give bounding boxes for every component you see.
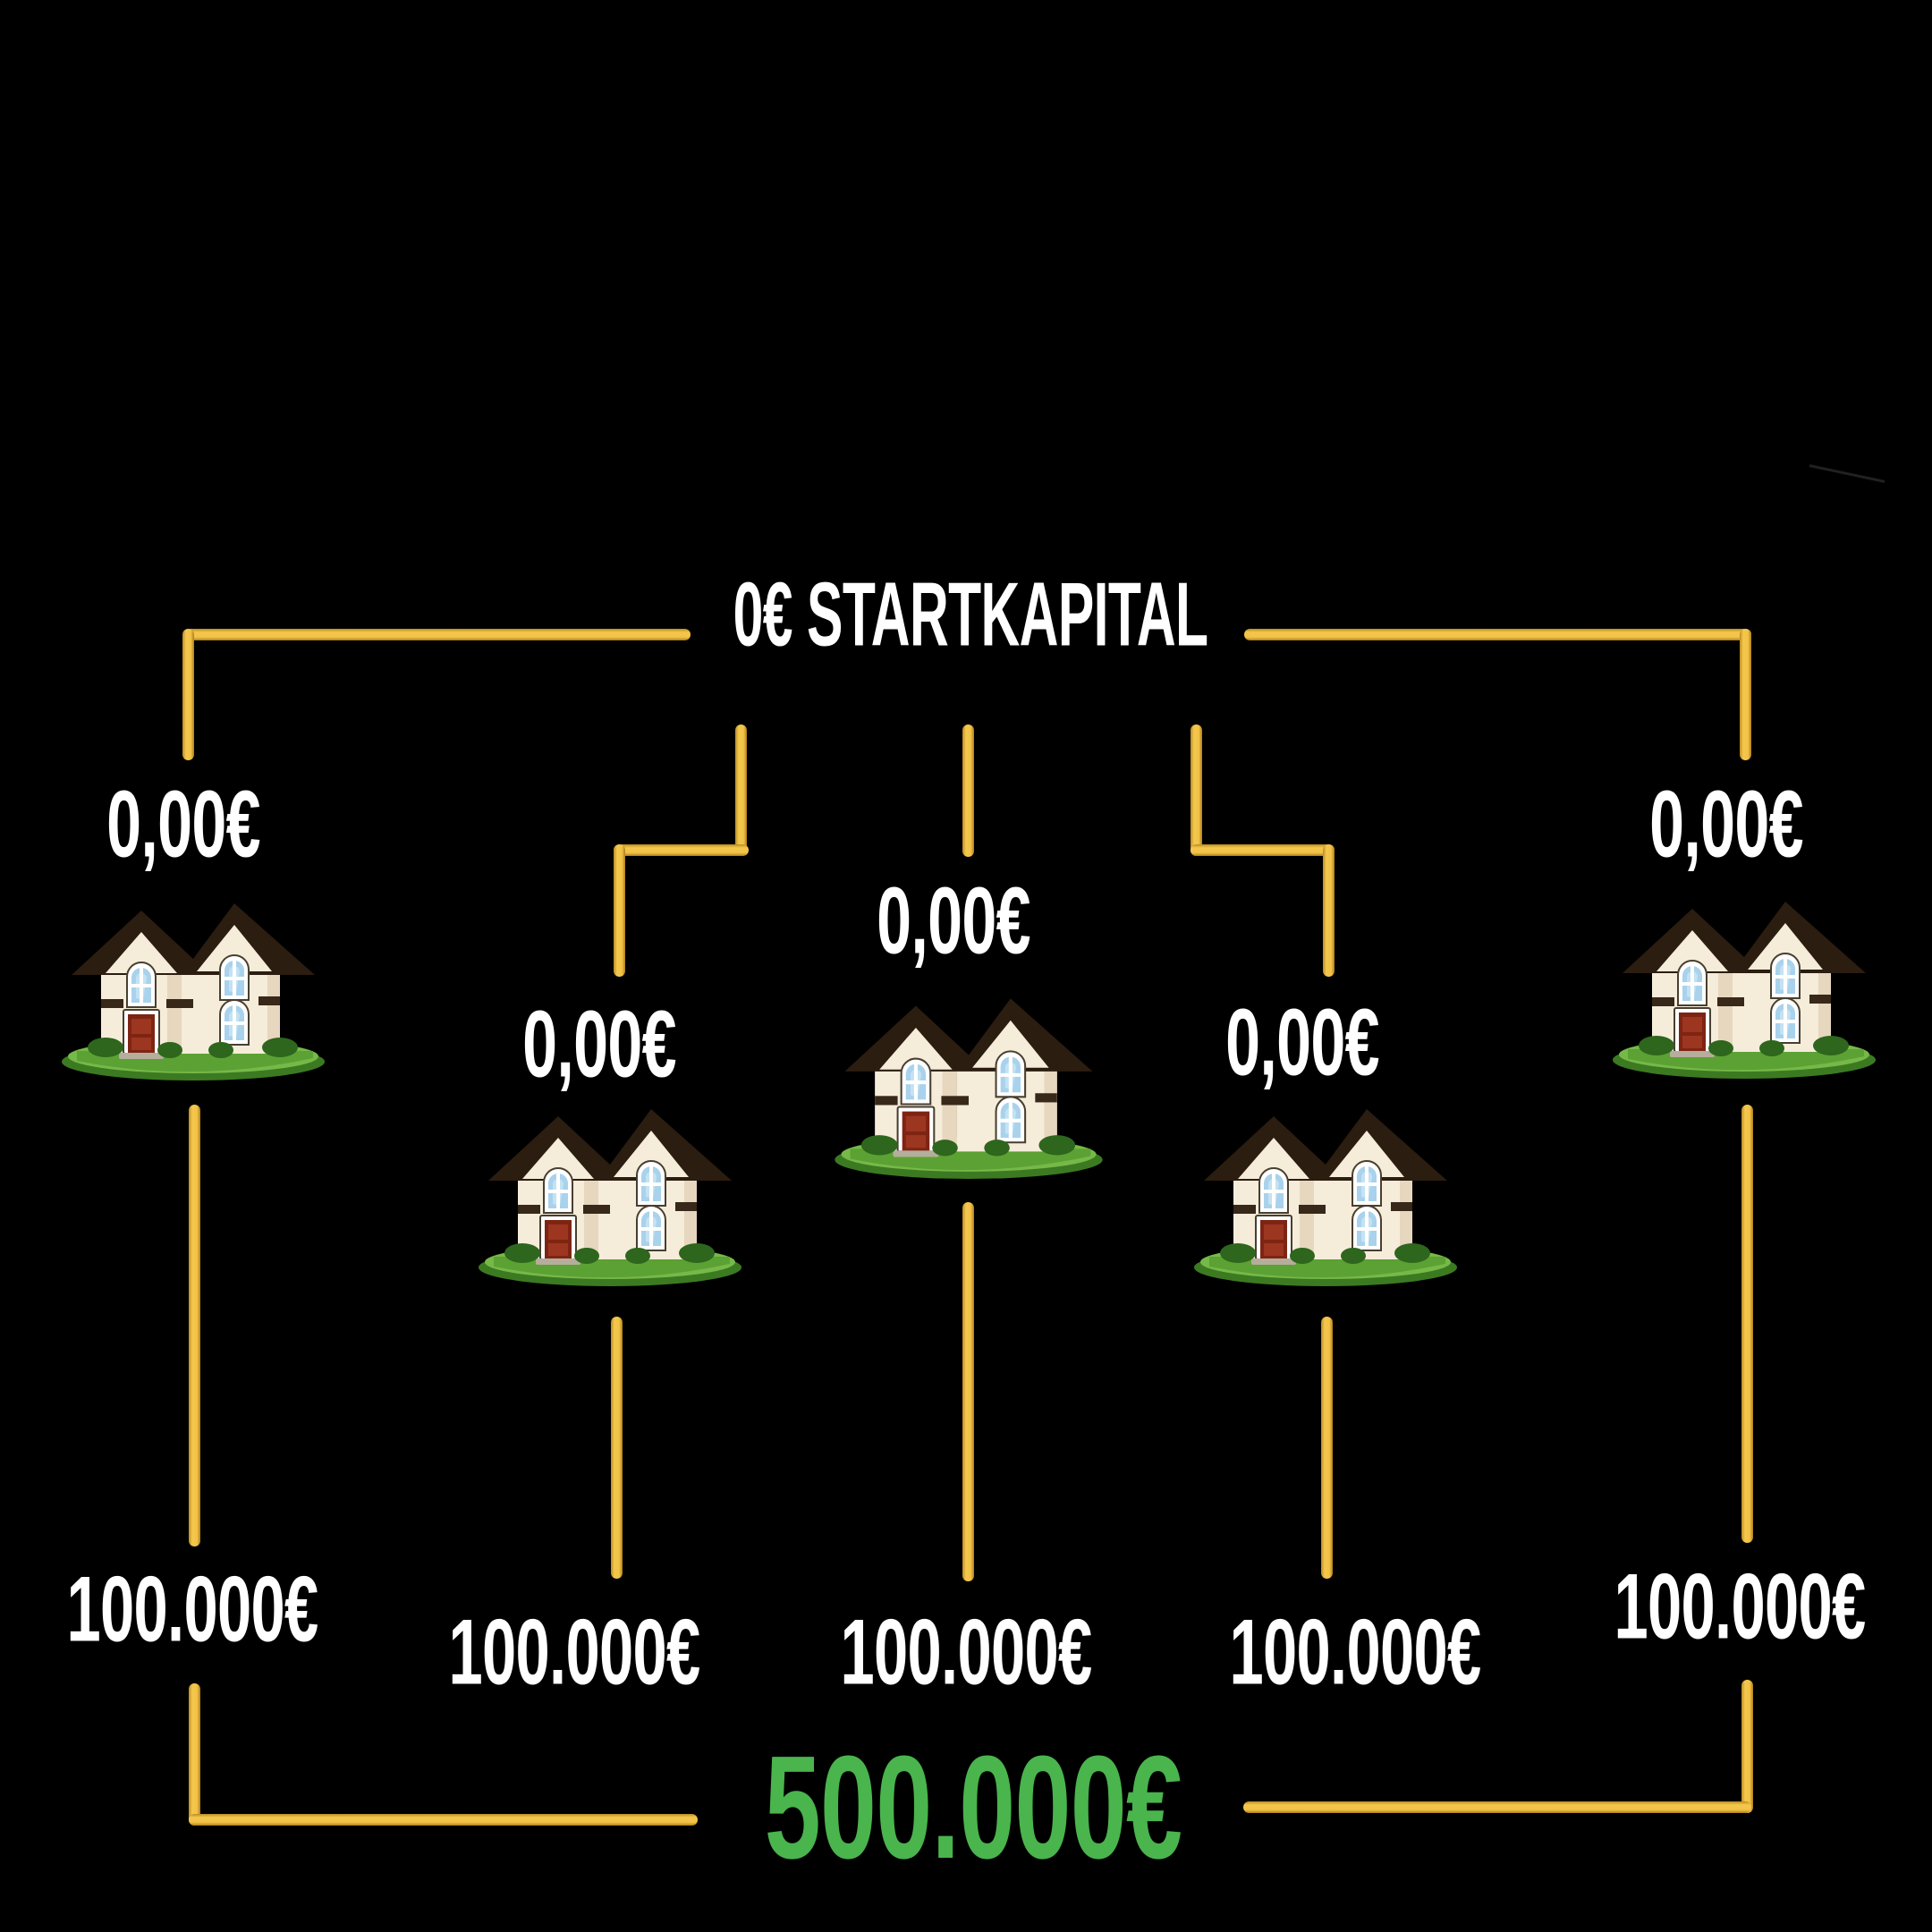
house-icon <box>60 902 326 1082</box>
house-2-capital-label: 0,00€ <box>522 991 676 1097</box>
house-2-value-label: 100.000€ <box>448 1600 700 1705</box>
connector-jog-house-2-v <box>614 844 625 977</box>
connector-jog-house-4-h <box>1191 844 1335 856</box>
connector-drop-house-3 <box>962 724 974 857</box>
house-5-capital-label: 0,00€ <box>1649 771 1803 877</box>
connector-bottom-left-h <box>189 1814 698 1826</box>
house-icon <box>1192 1107 1459 1288</box>
house-3-capital-label: 0,00€ <box>877 868 1030 974</box>
connector-house-1-down <box>189 1105 200 1546</box>
connector-house-4-down <box>1321 1317 1333 1579</box>
connector-bottom-left-v <box>189 1683 200 1826</box>
connector-house-2-down <box>611 1317 623 1579</box>
house-1-capital-label: 0,00€ <box>106 771 260 877</box>
house-icon <box>827 980 1110 1181</box>
connector-house-3-down <box>962 1202 974 1581</box>
connector-bottom-right-h <box>1243 1801 1751 1813</box>
start-capital-title: 0€ STARTKAPITAL <box>733 564 1208 665</box>
connector-jog-house-4-v <box>1323 844 1335 977</box>
connector-drop-house-4 <box>1191 724 1202 856</box>
total-sum-label: 500.000€ <box>764 1725 1182 1889</box>
connector-top-bar-right <box>1244 629 1751 640</box>
connector-bottom-right-v <box>1741 1680 1753 1813</box>
connector-drop-house-2 <box>735 724 747 856</box>
house-5-value-label: 100.000€ <box>1614 1555 1866 1659</box>
house-1-value-label: 100.000€ <box>66 1557 318 1662</box>
house-4-capital-label: 0,00€ <box>1225 989 1379 1096</box>
house-4-value-label: 100.000€ <box>1229 1600 1481 1705</box>
connector-top-bar-left <box>185 629 691 640</box>
connector-jog-house-2-h <box>614 844 749 856</box>
connector-top-corner-left-down <box>182 629 194 760</box>
connector-house-5-down <box>1741 1105 1753 1543</box>
background-scratch-mark <box>1809 464 1885 483</box>
connector-top-corner-right-down <box>1740 629 1751 760</box>
house-icon <box>1611 900 1877 1080</box>
house-icon <box>477 1107 743 1288</box>
house-3-value-label: 100.000€ <box>840 1600 1092 1705</box>
